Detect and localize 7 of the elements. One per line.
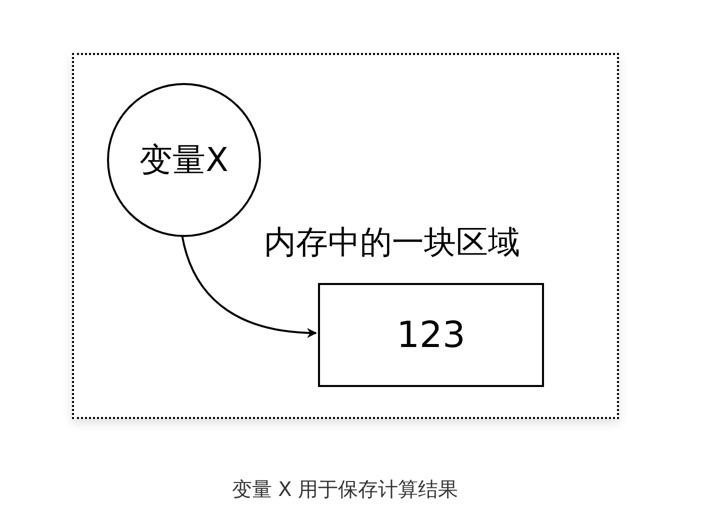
dotted-frame [72, 53, 619, 419]
variable-label: 变量X [140, 138, 228, 180]
curved-arrow [181, 234, 317, 338]
memory-heading: 内存中的一块区域 [264, 222, 520, 263]
caption: 变量 X 用于保存计算结果 [230, 476, 460, 503]
variable-circle [107, 83, 261, 237]
value-text: 123 [396, 314, 466, 356]
